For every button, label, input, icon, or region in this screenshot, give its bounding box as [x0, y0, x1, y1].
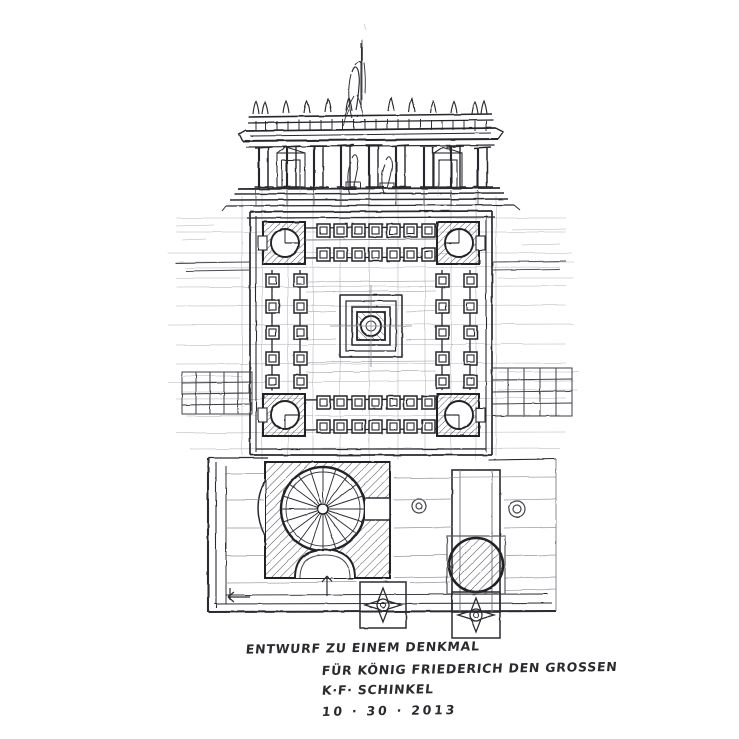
pavilion-top-right	[436, 221, 486, 265]
forecourt-paving	[225, 473, 557, 591]
transept-wings	[181, 367, 573, 417]
central-pedestal	[330, 285, 412, 367]
plan-outline	[246, 210, 496, 456]
compass-rosettes	[359, 581, 501, 639]
caption-line-3: K·F· SCHINKEL	[321, 681, 435, 698]
caption-line-4: 10 · 30 · 2013	[321, 702, 458, 719]
compass-rosette-center	[359, 581, 407, 629]
direction-arrows	[227, 575, 333, 603]
column-squares-top-row1	[316, 223, 436, 238]
compass-rosette-right	[451, 591, 501, 639]
forecourt-view	[206, 457, 557, 639]
corner-pavilions	[257, 221, 486, 437]
plan-side-projections	[175, 260, 567, 272]
circular-markers	[411, 498, 526, 518]
plan-interior-hatch	[305, 280, 437, 373]
stylobate-steps	[221, 187, 521, 212]
column-squares-top-row2	[316, 247, 436, 262]
arrow-left	[227, 588, 250, 603]
rotunda-block	[257, 461, 391, 579]
spiral-stair-treads	[281, 467, 365, 551]
arrow-center	[321, 575, 333, 596]
plan-column-row-bottom	[304, 395, 438, 434]
inner-statues	[345, 154, 395, 195]
plan-column-row-top	[304, 223, 438, 262]
acroteria-row	[252, 96, 488, 115]
pavilion-bottom-right	[436, 393, 486, 437]
pavilion-top-left	[257, 221, 306, 265]
entablature	[238, 113, 504, 148]
plan-view	[175, 210, 573, 456]
sketch-stray-marks	[175, 23, 567, 246]
pavilion-bottom-left	[257, 393, 306, 437]
central-statue	[343, 40, 366, 127]
elevation-view	[221, 40, 521, 212]
plan-side-colonnades	[265, 270, 478, 390]
